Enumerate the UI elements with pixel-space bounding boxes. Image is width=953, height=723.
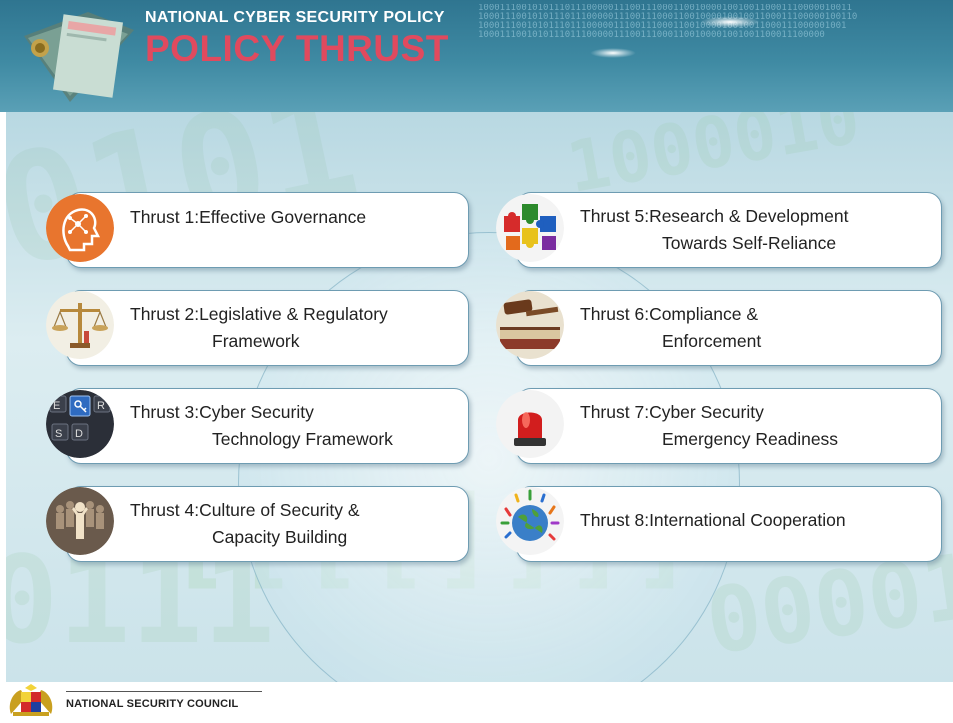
policy-book-icon: [24, 12, 134, 102]
brain-network-icon: [46, 194, 114, 262]
thrust-number: Thrust 2:: [130, 304, 200, 324]
footer-organization: NATIONAL SECURITY COUNCIL: [66, 698, 239, 710]
thrust-number: Thrust 7:: [580, 402, 650, 422]
thrust-number: Thrust 5:: [580, 206, 650, 226]
thrust-title-line1: Legislative & Regulatory: [199, 304, 388, 324]
crowd-people-icon: [46, 487, 114, 555]
thrust-title-line2: Emergency Readiness: [662, 429, 839, 449]
svg-text:R: R: [97, 400, 105, 412]
thrust-title-line1: Cyber Security: [199, 402, 314, 422]
thrust-number: Thrust 1:: [130, 207, 200, 227]
thrust-title-line2: Enforcement: [662, 331, 762, 351]
thrust-title-line1: Culture of Security &: [199, 500, 360, 520]
scales-of-justice-icon: [46, 291, 114, 359]
thrust-card-7: Thrust 7:Cyber Security Emergency Readin…: [496, 388, 942, 464]
page-title: POLICY THRUST: [145, 28, 449, 69]
light-glow-decoration: [700, 16, 760, 28]
thrust-card-5: Thrust 5:Research & Development Towards …: [496, 192, 942, 268]
thrust-card-1: Thrust 1:Effective Governance: [46, 192, 469, 268]
svg-text:E: E: [53, 400, 60, 412]
keyboard-key-icon: E R S D: [46, 390, 114, 458]
svg-text:S: S: [55, 428, 62, 440]
globe-people-icon: [496, 487, 564, 555]
footer-divider: [66, 691, 262, 692]
thrust-number: Thrust 4:: [130, 500, 200, 520]
binary-decoration: 1000111001010111011100000111001110001100…: [478, 4, 858, 40]
thrust-title-line1: Effective Governance: [199, 207, 367, 227]
thrust-title-line1: Compliance &: [649, 304, 759, 324]
coat-of-arms-logo: [9, 684, 53, 716]
thrust-title-line1: Research & Development: [649, 206, 849, 226]
thrust-card-4: Thrust 4:Culture of Security & Capacity …: [46, 486, 469, 562]
slide-header: 1000111001010111011100000111001110001100…: [0, 0, 953, 112]
thrust-card-3: E R S D Thrust 3:Cyber Security Technolo…: [46, 388, 469, 464]
light-glow-decoration: [590, 48, 636, 58]
header-subtitle: NATIONAL CYBER SECURITY POLICY: [145, 9, 445, 26]
thrust-title-line2: Technology Framework: [212, 429, 393, 449]
thrust-number: Thrust 3:: [130, 402, 200, 422]
thrust-title-line2: Framework: [212, 331, 300, 351]
thrust-card-2: Thrust 2:Legislative & Regulatory Framew…: [46, 290, 469, 366]
thrust-title-line1: International Cooperation: [649, 510, 846, 530]
thrust-card-8: Thrust 8:International Cooperation: [496, 486, 942, 562]
left-margin: [0, 112, 6, 682]
thrust-card-6: Thrust 6:Compliance & Enforcement: [496, 290, 942, 366]
svg-text:D: D: [75, 428, 83, 440]
gavel-book-icon: [496, 291, 564, 359]
puzzle-pieces-icon: [496, 194, 564, 262]
thrust-title-line1: Cyber Security: [649, 402, 764, 422]
emergency-siren-icon: [496, 390, 564, 458]
thrust-title-line2: Capacity Building: [212, 527, 348, 547]
thrust-number: Thrust 8:: [580, 510, 650, 530]
thrust-number: Thrust 6:: [580, 304, 650, 324]
thrust-title-line2: Towards Self-Reliance: [662, 233, 837, 253]
content-area: 0101 1000010 [[[[]]]] 0111 00001 Thrust …: [6, 112, 953, 682]
